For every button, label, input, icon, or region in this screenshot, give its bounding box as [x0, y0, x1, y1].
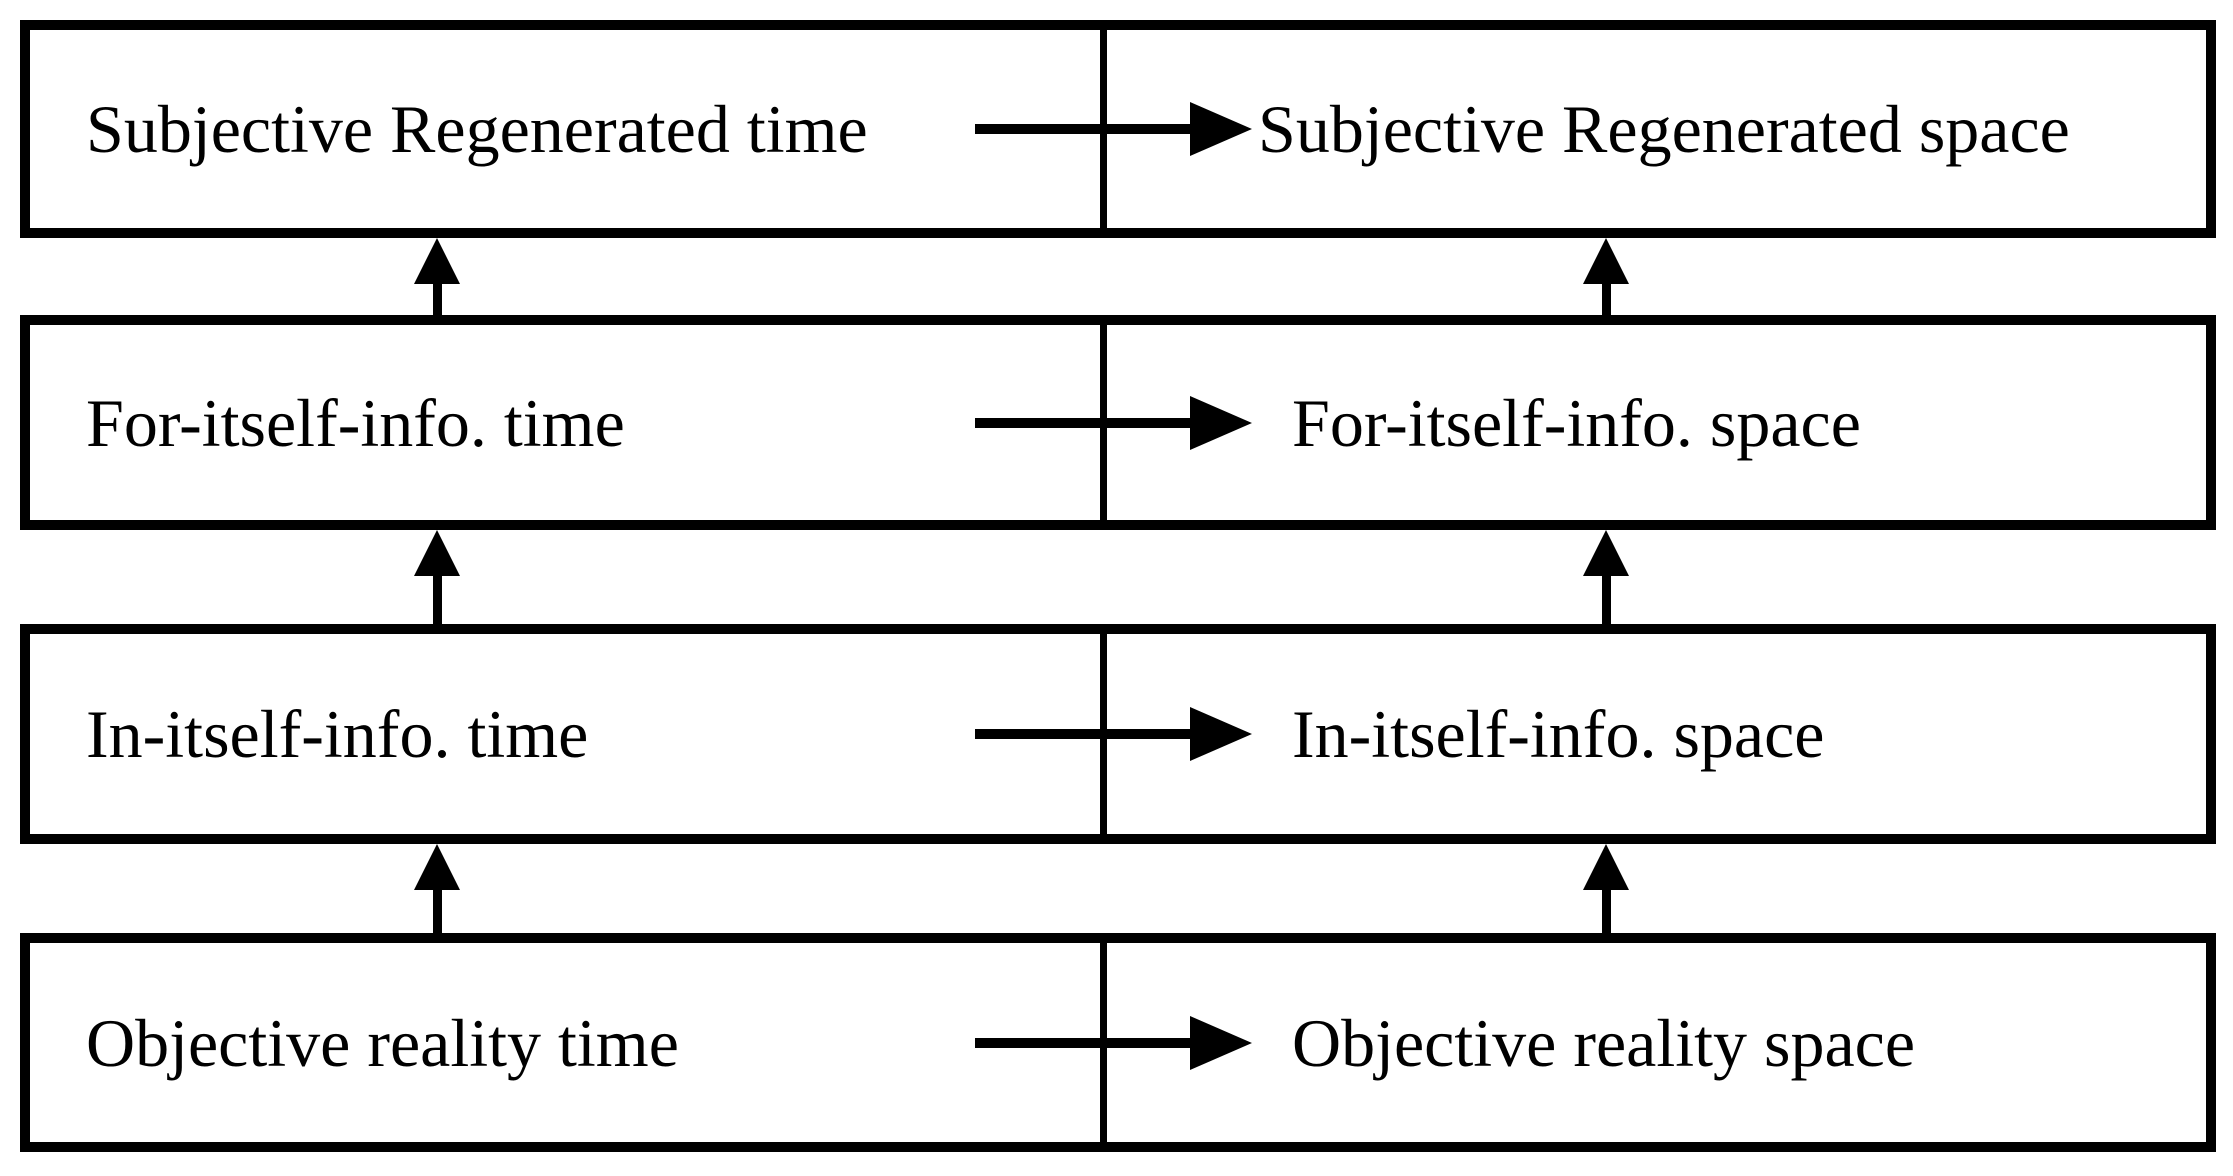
row-subjective-regenerated: Subjective Regenerated time Subjective R…	[20, 20, 2216, 238]
right-arrow-shaft	[975, 124, 1190, 134]
up-arrow-head	[1583, 530, 1629, 576]
box-subjective-regenerated-space: Subjective Regenerated space	[1258, 91, 2070, 167]
up-arrow-head	[1583, 238, 1629, 284]
right-arrow	[975, 102, 1252, 156]
box-subjective-regenerated-time: Subjective Regenerated time	[86, 91, 868, 167]
row-objective-reality: Objective reality time Objective reality…	[20, 933, 2216, 1152]
up-arrow-shaft	[432, 576, 442, 624]
up-arrow-time-row3-to-row2	[412, 530, 462, 624]
up-arrow-space-row4-to-row3	[1581, 844, 1631, 933]
box-in-itself-info-time: In-itself-info. time	[86, 696, 589, 772]
up-arrow-time-row2-to-row1	[412, 238, 462, 315]
up-arrow-head	[414, 238, 460, 284]
right-arrow-shaft	[975, 1037, 1190, 1048]
up-arrow-shaft	[1601, 576, 1611, 624]
up-arrow-shaft	[1601, 284, 1611, 315]
right-arrow-shaft	[975, 417, 1190, 428]
up-arrow-head	[414, 844, 460, 890]
row-in-itself-info: In-itself-info. time In-itself-info. spa…	[20, 624, 2216, 844]
up-arrow-shaft	[1601, 890, 1611, 933]
up-arrow-shaft	[432, 284, 442, 315]
up-arrow-space-row2-to-row1	[1581, 238, 1631, 315]
right-arrow-head	[1190, 102, 1252, 156]
right-arrow	[975, 395, 1252, 450]
right-arrow	[975, 1015, 1252, 1070]
right-arrow-shaft	[975, 729, 1190, 739]
up-arrow-head	[1583, 844, 1629, 890]
up-arrow-shaft	[432, 890, 442, 933]
right-arrow-head	[1190, 1015, 1252, 1070]
up-arrow-space-row3-to-row2	[1581, 530, 1631, 624]
box-objective-reality-space: Objective reality space	[1292, 1004, 1916, 1081]
box-in-itself-info-space: In-itself-info. space	[1292, 696, 1825, 772]
box-objective-reality-time: Objective reality time	[86, 1004, 679, 1081]
box-for-itself-info-space: For-itself-info. space	[1292, 384, 1861, 461]
right-arrow-head	[1190, 707, 1252, 761]
up-arrow-time-row4-to-row3	[412, 844, 462, 933]
row-for-itself-info: For-itself-info. time For-itself-info. s…	[20, 315, 2216, 530]
box-for-itself-info-time: For-itself-info. time	[86, 384, 625, 461]
up-arrow-head	[414, 530, 460, 576]
right-arrow	[975, 707, 1252, 761]
right-arrow-head	[1190, 395, 1252, 450]
